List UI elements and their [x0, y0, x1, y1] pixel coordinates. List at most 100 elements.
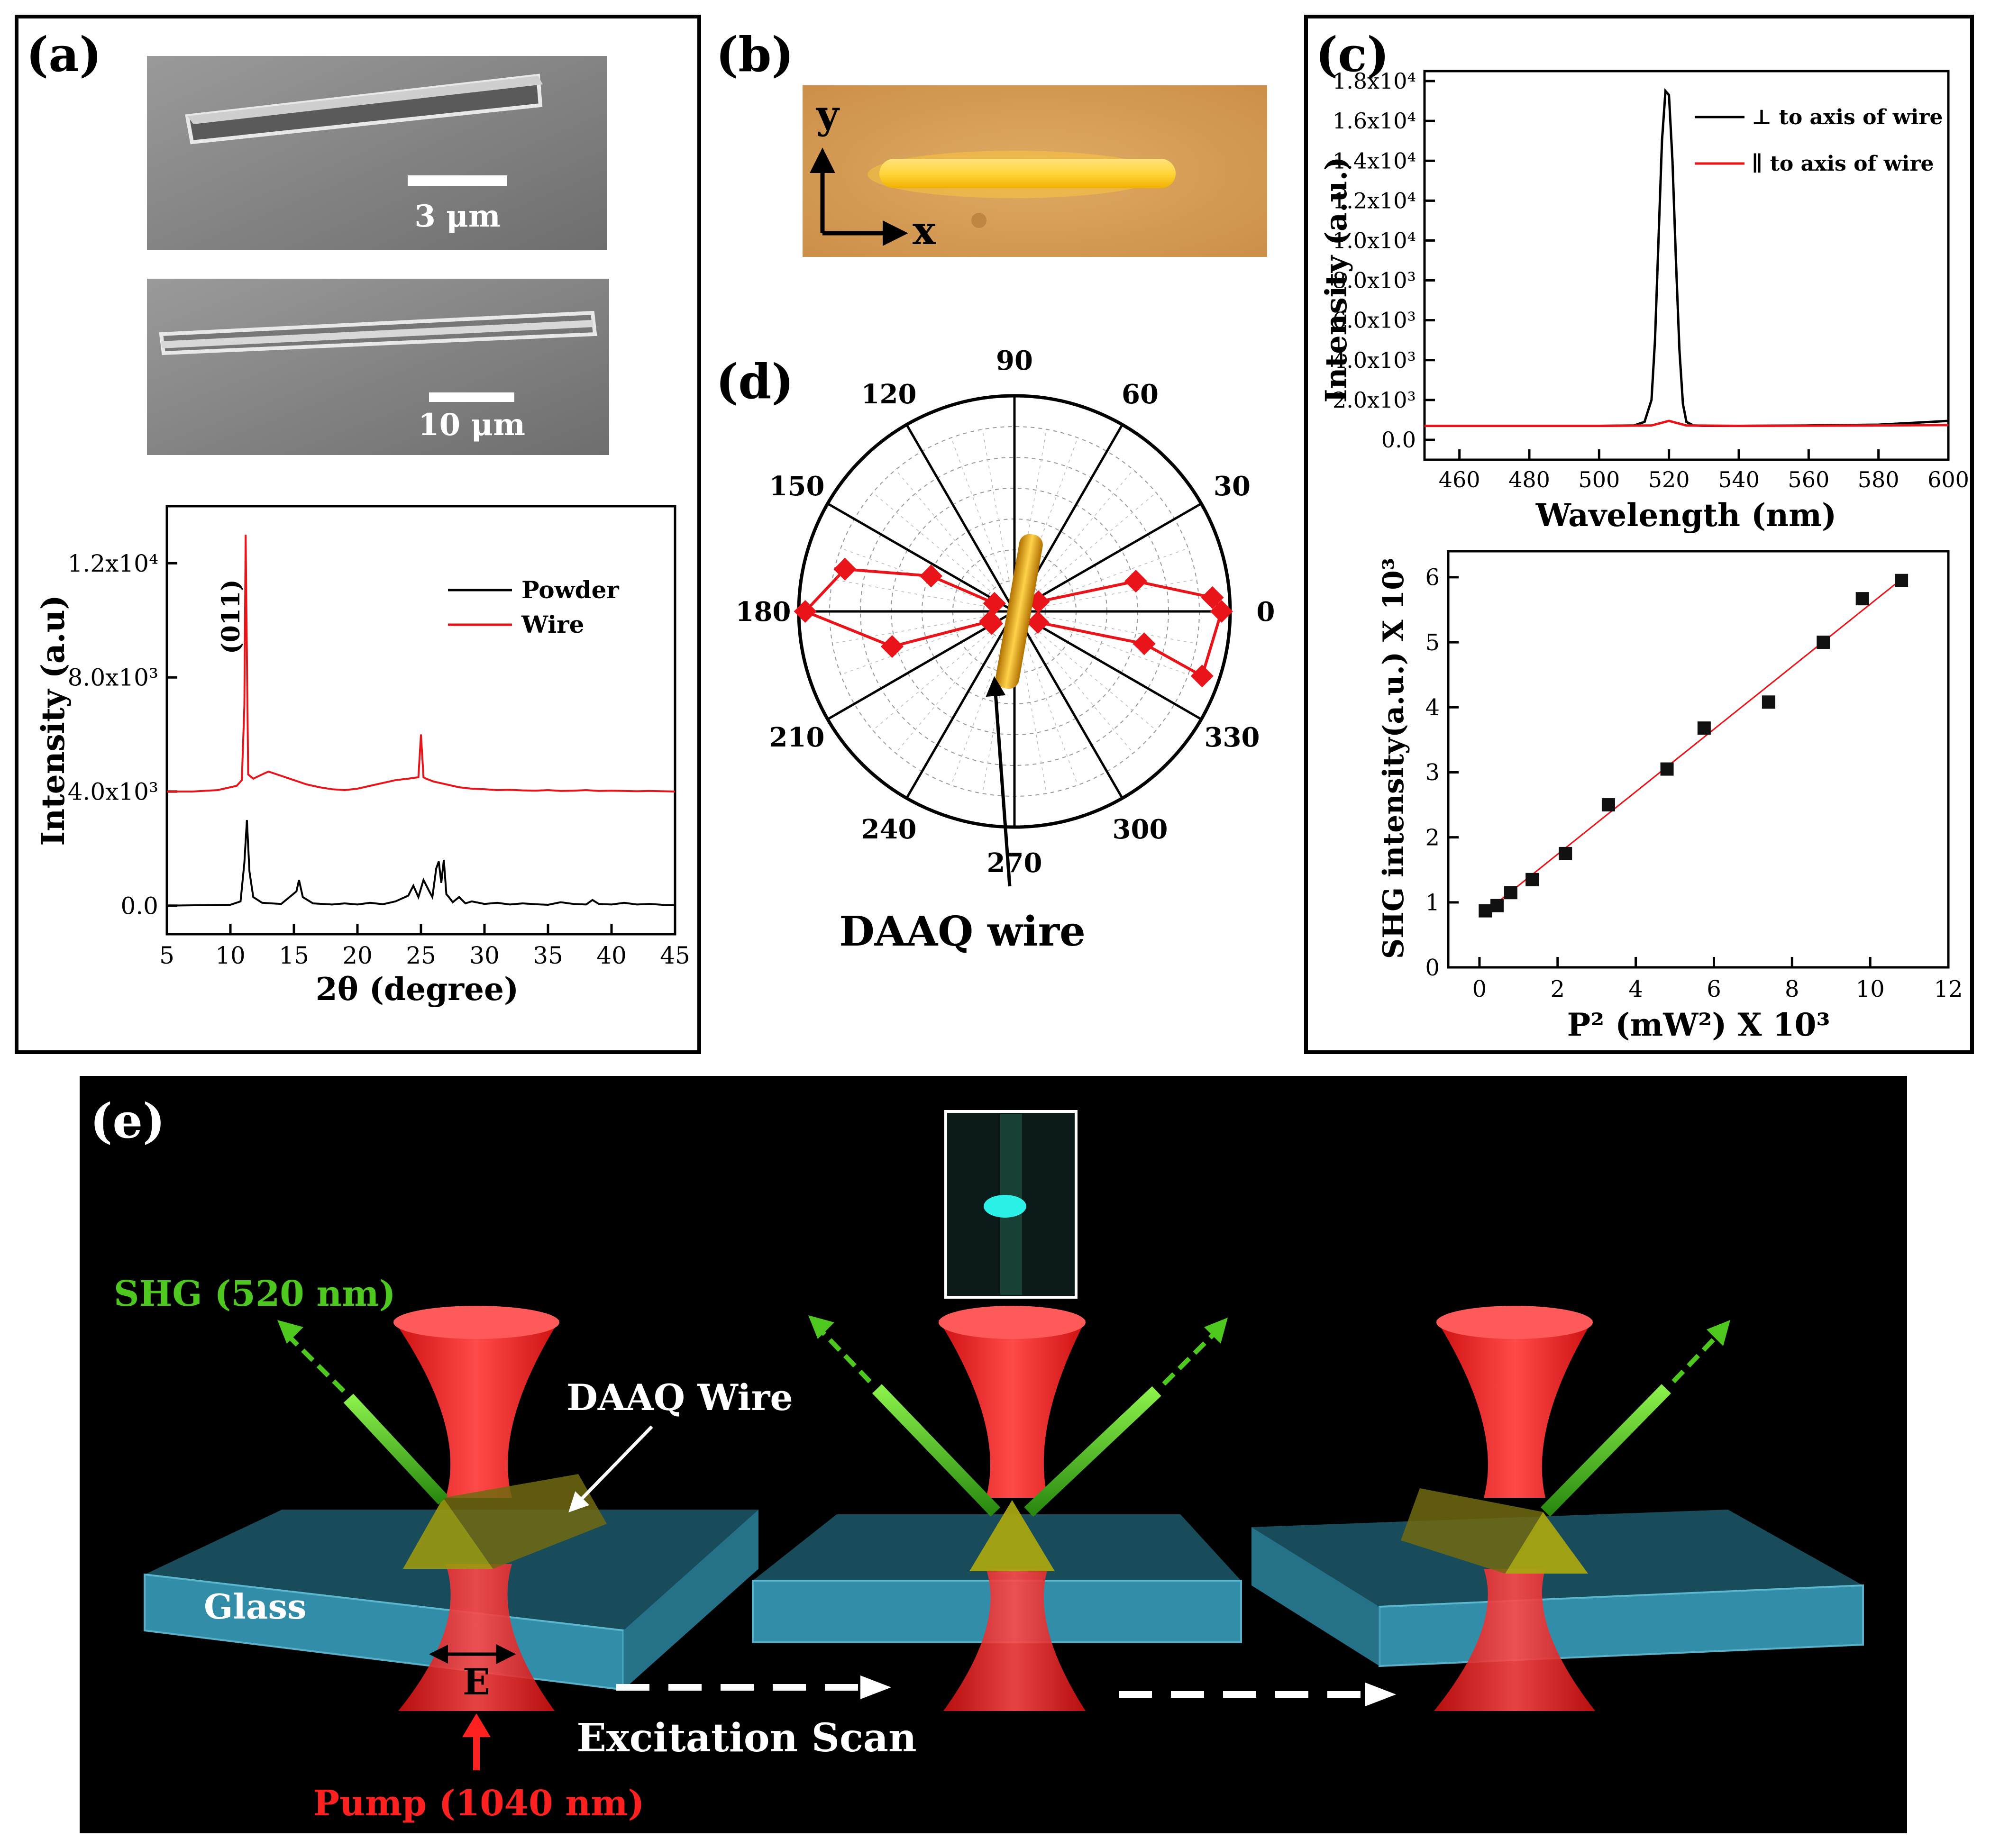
pump-beam-1-top — [393, 1306, 559, 1339]
power-ylabel: SHG intensity(a.u.) X 10³ — [1377, 558, 1410, 959]
spectrum-legend: ⊥ to axis of wire ∥ to axis of wire — [1695, 105, 1943, 176]
polar-angle-label: 60 — [1122, 379, 1159, 410]
x-tick-label: 480 — [1508, 467, 1550, 492]
power-point — [1895, 574, 1909, 587]
sem-wire-2 — [159, 310, 597, 355]
x-tick-label: 12 — [1934, 976, 1963, 1002]
polar-minor-spoke — [1025, 437, 1078, 582]
y-tick-label: 4.0x10³ — [68, 778, 158, 806]
polar-angle-label: 150 — [769, 471, 825, 502]
power-point — [1525, 873, 1539, 886]
panel-a-frame — [15, 15, 701, 1054]
spectrum-plot-area — [1423, 70, 1950, 461]
panel-b-label: (b) — [716, 27, 794, 82]
power-point — [1479, 904, 1492, 918]
x-tick-label: 15 — [279, 942, 309, 969]
polar-point — [1132, 632, 1156, 655]
scale-bar-2-label: 10 μm — [418, 407, 525, 443]
pump-beam-2-top — [939, 1306, 1086, 1339]
optical-wire — [879, 159, 1176, 188]
y-tick-label: 2 — [1425, 824, 1440, 851]
spectrum-series — [1425, 88, 1949, 428]
polar-minor-spoke — [840, 622, 985, 675]
glass-label: Glass — [204, 1586, 307, 1627]
sem-image-2 — [147, 279, 609, 455]
x-tick-label: 25 — [406, 942, 436, 969]
polar-minor-spoke — [831, 579, 983, 606]
x-tick-label: 35 — [533, 942, 563, 969]
polar-point — [1201, 586, 1224, 609]
polar-minor-spoke — [1046, 579, 1197, 606]
scale-bar-1 — [408, 175, 507, 186]
y-tick-label: 8.0x10³ — [1333, 268, 1416, 293]
polar-minor-spoke — [950, 437, 1004, 582]
pump-beam-3 — [1434, 1306, 1595, 1711]
power-xlabel: P² (mW²) X 10³ — [1567, 1006, 1830, 1043]
x-tick-label: 30 — [469, 942, 500, 969]
wire-crystal-3 — [1401, 1488, 1588, 1574]
polar-minor-spoke — [1044, 622, 1189, 675]
xrd-annotation: (011) — [217, 579, 246, 654]
y-tick-label: 1.4x10⁴ — [1333, 148, 1416, 173]
x-tick-label: 2 — [1551, 976, 1565, 1002]
y-tick-label: 2.0x10³ — [1333, 387, 1416, 413]
xrd-legend-powder: Powder — [521, 576, 619, 604]
power-point — [1762, 695, 1775, 709]
y-tick-label: 6 — [1425, 564, 1440, 591]
y-tick-label: 0 — [1425, 955, 1440, 981]
power-point — [1601, 798, 1615, 812]
inset-shg-spot — [984, 1195, 1026, 1218]
xrd-series-powder — [166, 820, 676, 907]
polar-minor-spoke — [1020, 428, 1047, 580]
x-tick-label: 40 — [596, 942, 627, 969]
y-tick-label: 1 — [1425, 890, 1440, 916]
polar-minor-spoke — [982, 643, 1009, 794]
spectrum-legend-par: ∥ to axis of wire — [1752, 152, 1934, 176]
panel-c-frame — [1304, 15, 1974, 1054]
polar-point — [980, 612, 1003, 635]
polar-minor-spoke — [872, 632, 990, 731]
axis-x-label: x — [913, 208, 936, 254]
x-tick-label: 10 — [1856, 976, 1885, 1002]
polar-angle-label: 300 — [1113, 814, 1168, 845]
x-tick-label: 520 — [1648, 467, 1690, 492]
x-tick-label: 6 — [1707, 976, 1721, 1002]
pump-arrow-head — [462, 1713, 491, 1737]
sem-wire-1 — [185, 73, 543, 145]
pump-beam-3-top — [1436, 1306, 1593, 1339]
spectrum-xlabel: Wavelength (nm) — [1535, 497, 1836, 534]
x-tick-label: 45 — [660, 942, 690, 969]
x-tick-label: 580 — [1858, 467, 1900, 492]
polar-minor-spoke — [982, 428, 1009, 580]
x-tick-label: 10 — [215, 942, 246, 969]
power-point — [1817, 636, 1830, 649]
polar-minor-spoke — [831, 617, 983, 644]
axis-arrows: y x — [810, 92, 936, 254]
polar-angle-label: 240 — [861, 814, 917, 845]
shg-beam-3 — [1541, 1320, 1730, 1517]
polar-minor-spoke — [1025, 641, 1078, 786]
pump-beam-2 — [939, 1306, 1086, 1711]
polar-spoke — [1014, 502, 1202, 613]
polar-minor-spoke — [1046, 617, 1197, 644]
polar-angle-label: 180 — [736, 596, 791, 628]
xrd-ylabel: Intensity (a.u) — [35, 595, 72, 846]
shg-label: SHG (520 nm) — [114, 1274, 396, 1314]
polar-angle-label: 0 — [1257, 596, 1275, 628]
polar-angle-label: 210 — [769, 722, 825, 753]
polar-point — [1190, 665, 1214, 688]
polar-minor-spoke — [840, 547, 985, 601]
x-tick-label: 5 — [159, 942, 174, 969]
axis-y-label: y — [815, 92, 840, 137]
field-arrow-head-left — [429, 1645, 448, 1664]
pump-beam-1 — [393, 1306, 559, 1711]
power-point — [1504, 886, 1517, 900]
spectrum-series-perpendicular — [1425, 88, 1949, 428]
polar-point — [1210, 600, 1233, 623]
